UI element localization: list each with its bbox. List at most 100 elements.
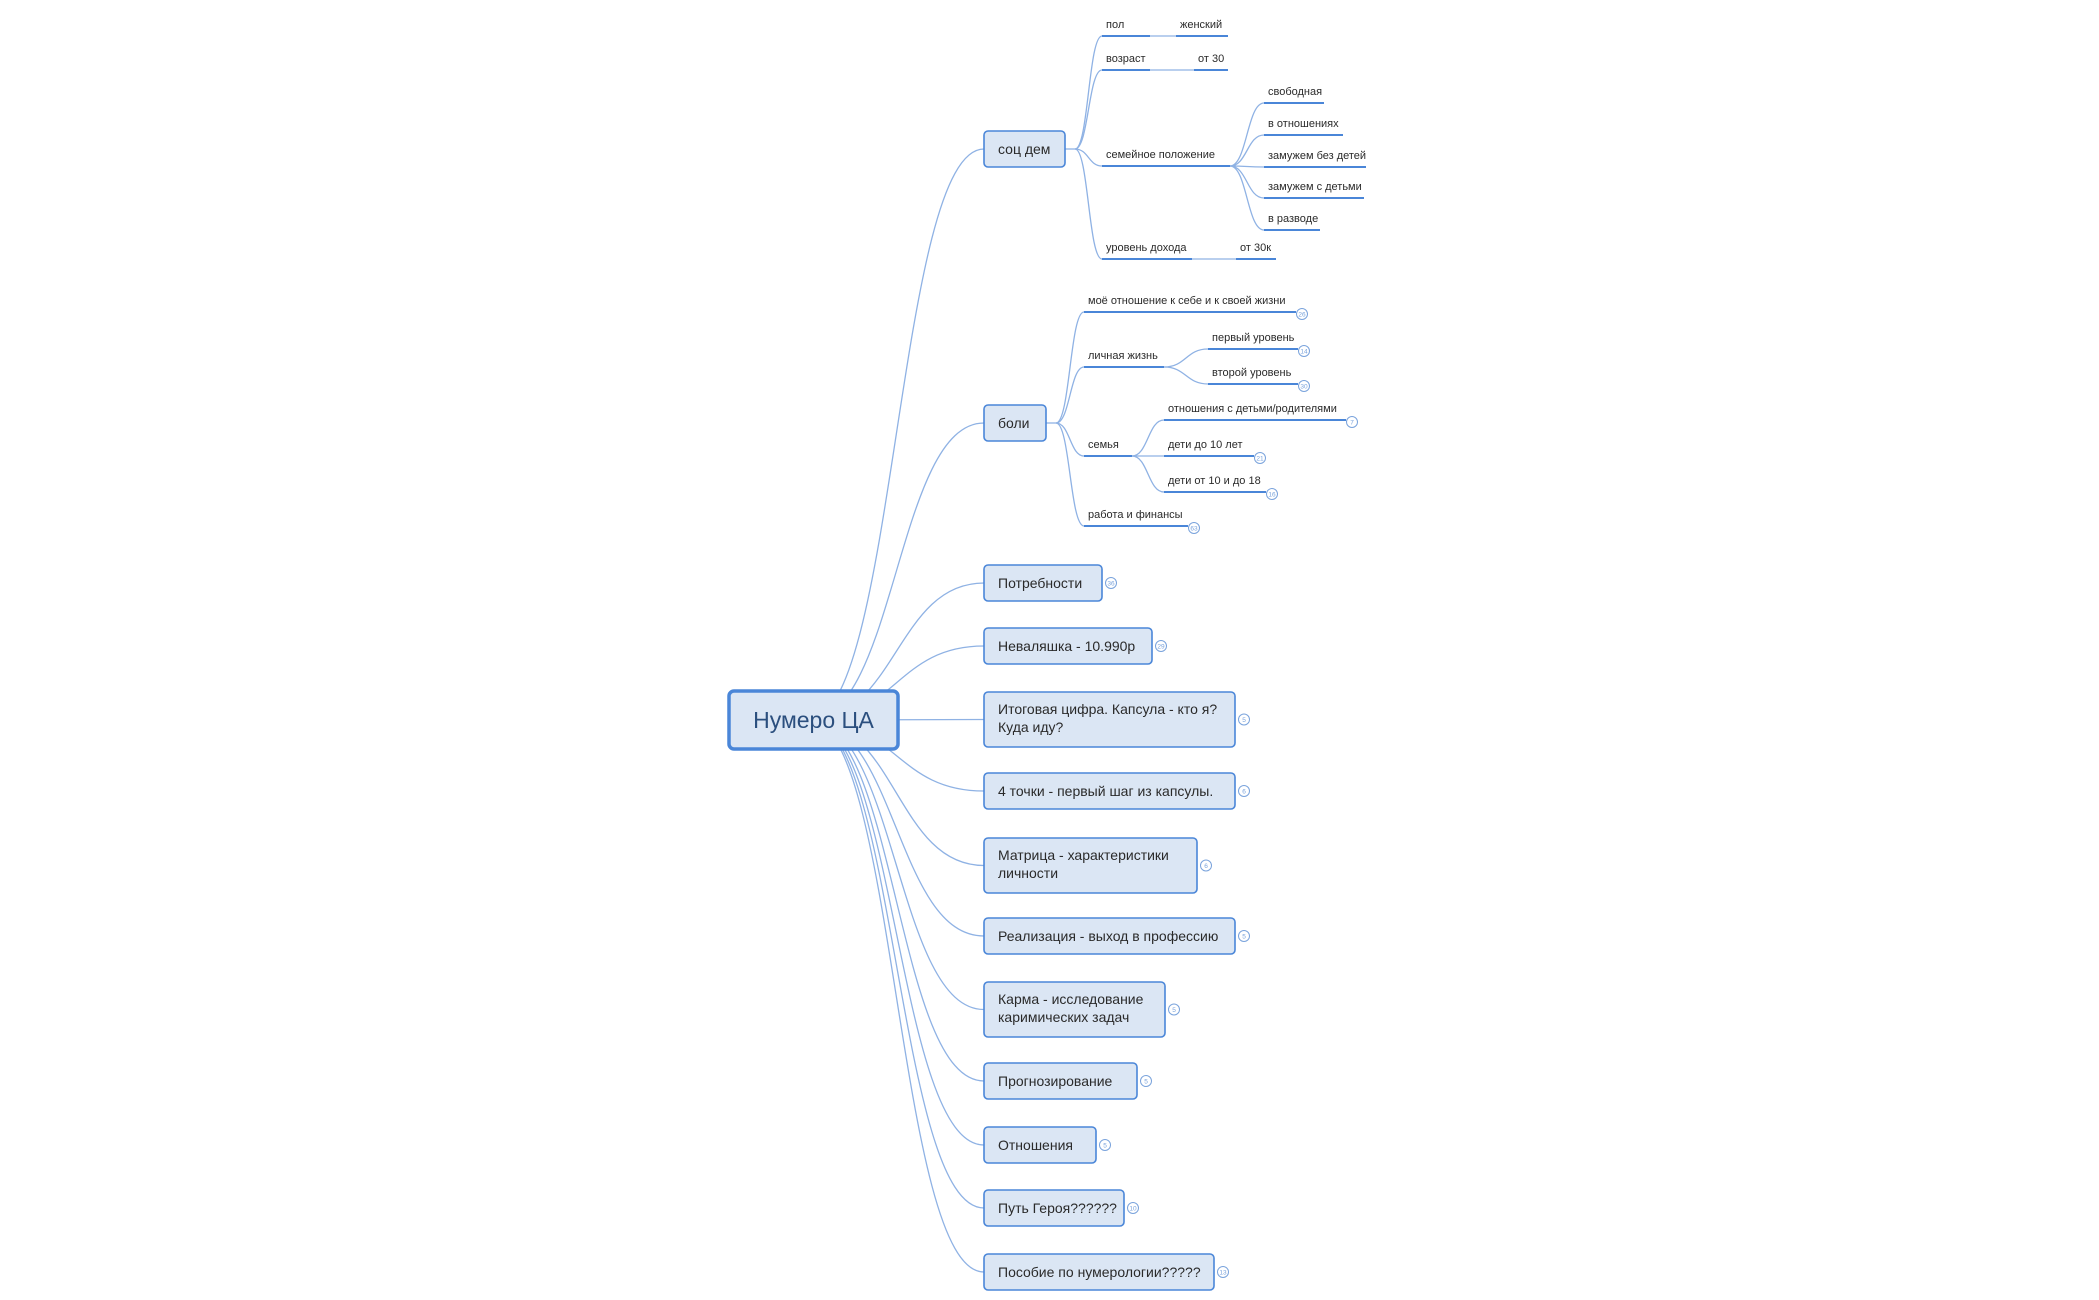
subtopic-value[interactable]: женский [1180, 19, 1222, 31]
marital-option[interactable]: свободная [1268, 86, 1322, 98]
branch-topic[interactable]: Пособие по нумерологии????? [983, 1253, 1215, 1291]
count-badge [1238, 785, 1250, 797]
branch-topic[interactable]: Прогнозирование [983, 1062, 1138, 1100]
pain-topic[interactable]: работа и финансы [1088, 509, 1183, 521]
topic-label: Неваляшка - 10.990р [998, 638, 1135, 654]
connector-line [1055, 422, 1085, 457]
branch-topic[interactable]: Отношения [983, 1126, 1097, 1164]
subtopic-1[interactable]: возраст [1106, 53, 1146, 65]
pain-subtopic[interactable]: второй уровень [1212, 367, 1292, 379]
count-badge-label: 10 [1129, 1206, 1137, 1213]
marital-option[interactable]: замужем с детьми [1268, 181, 1362, 193]
topic-box [983, 691, 1236, 748]
count-badge [1140, 1075, 1152, 1087]
subtopic-3[interactable]: уровень дохода [1106, 242, 1187, 254]
subtopic-0[interactable]: пол [1106, 19, 1124, 31]
count-badge [1298, 345, 1310, 357]
topic-label: Итоговая цифра. Капсула - кто я?Куда иду… [998, 701, 1217, 735]
count-badge-label: 30 [1300, 384, 1308, 391]
connector-line [1163, 348, 1209, 368]
pain-subtopic[interactable]: первый уровень [1212, 332, 1295, 344]
topic-label: Путь Героя?????? [998, 1200, 1117, 1216]
count-badge [1099, 1139, 1111, 1151]
connector-line [808, 719, 985, 1273]
count-badge-label: 36 [1107, 581, 1115, 588]
central-topic-title: Нумеро ЦА [753, 707, 874, 733]
topic-box [983, 772, 1236, 810]
topic-box [983, 564, 1103, 602]
count-badge [1266, 488, 1278, 500]
count-badge [1155, 640, 1167, 652]
count-badge-label: 6 [1242, 789, 1246, 796]
count-badge-label: 5 [1242, 717, 1246, 724]
connector-line [1074, 148, 1103, 260]
pain-topic[interactable]: семья [1088, 439, 1119, 451]
connector-line [808, 719, 985, 1082]
count-badge [1127, 1202, 1139, 1214]
connector-line [808, 422, 985, 721]
count-badge-label: 7 [1350, 420, 1354, 427]
count-badge-label: 5 [1172, 1007, 1176, 1014]
count-badge-label: 5 [1242, 934, 1246, 941]
count-badge [1254, 452, 1266, 464]
count-badge-label: 16 [1268, 492, 1276, 499]
subtopic-2[interactable]: семейное положение [1106, 149, 1215, 161]
topic-label: 4 точки - первый шаг из капсулы. [998, 783, 1213, 799]
topic-label: Отношения [998, 1137, 1073, 1153]
central-topic-box [727, 689, 900, 751]
branch-topic[interactable]: 4 точки - первый шаг из капсулы. [983, 772, 1236, 810]
branch-topic[interactable]: Неваляшка - 10.990р [983, 627, 1153, 665]
branch-topic[interactable]: Реализация - выход в профессию [983, 917, 1236, 955]
pain-topic[interactable]: личная жизнь [1088, 350, 1158, 362]
topic-box [983, 1126, 1097, 1164]
connector-line [808, 719, 985, 937]
topic-box [983, 917, 1236, 955]
count-badge [1105, 577, 1117, 589]
topic-label: Потребности [998, 575, 1082, 591]
topic-label: Реализация - выход в профессию [998, 928, 1218, 944]
marital-option[interactable]: в разводе [1268, 213, 1318, 225]
connector-line [1055, 366, 1085, 424]
count-badge-label: 13 [1219, 1270, 1227, 1277]
pain-subtopic[interactable]: дети от 10 и до 18 [1168, 475, 1261, 487]
count-badge [1298, 380, 1310, 392]
count-badge [1200, 859, 1212, 872]
topic-label: боли [998, 415, 1030, 431]
branch-topic[interactable]: боли [983, 404, 1047, 442]
connector-line [1074, 35, 1103, 150]
topic-box [983, 981, 1166, 1038]
branch-topic[interactable]: соц дем [983, 130, 1066, 168]
connector-line [1229, 165, 1265, 231]
connector-line [1131, 419, 1165, 457]
marital-option[interactable]: в отношениях [1268, 118, 1339, 130]
connector-line [1074, 69, 1103, 150]
connector-line [1229, 102, 1265, 167]
pain-topic[interactable]: моё отношение к себе и к своей жизни [1088, 295, 1286, 307]
connector-line [1163, 366, 1209, 385]
central-topic[interactable]: Нумеро ЦА [727, 689, 900, 751]
count-badge-label: 6 [1204, 863, 1208, 870]
connector-line [1229, 165, 1265, 199]
topic-label: Пособие по нумерологии????? [998, 1264, 1201, 1280]
branch-topic[interactable]: Путь Героя?????? [983, 1189, 1125, 1227]
subtopic-value[interactable]: от 30 [1198, 53, 1224, 65]
count-badge-label: 29 [1157, 644, 1165, 651]
topic-box [983, 837, 1198, 894]
topic-label: Прогнозирование [998, 1073, 1113, 1089]
branch-topic[interactable]: Потребности [983, 564, 1103, 602]
subtopic-value[interactable]: от 30к [1240, 242, 1271, 254]
marital-option[interactable]: замужем без детей [1268, 150, 1366, 162]
pain-subtopic[interactable]: отношения с детьми/родителями [1168, 403, 1337, 415]
pain-subtopic[interactable]: дети до 10 лет [1168, 439, 1243, 451]
connector-line [1229, 134, 1265, 167]
count-badge-label: 5 [1103, 1143, 1107, 1150]
topic-box [983, 1253, 1215, 1291]
count-badge [1238, 713, 1250, 726]
branch-topic[interactable]: Итоговая цифра. Капсула - кто я?Куда иду… [983, 691, 1236, 748]
